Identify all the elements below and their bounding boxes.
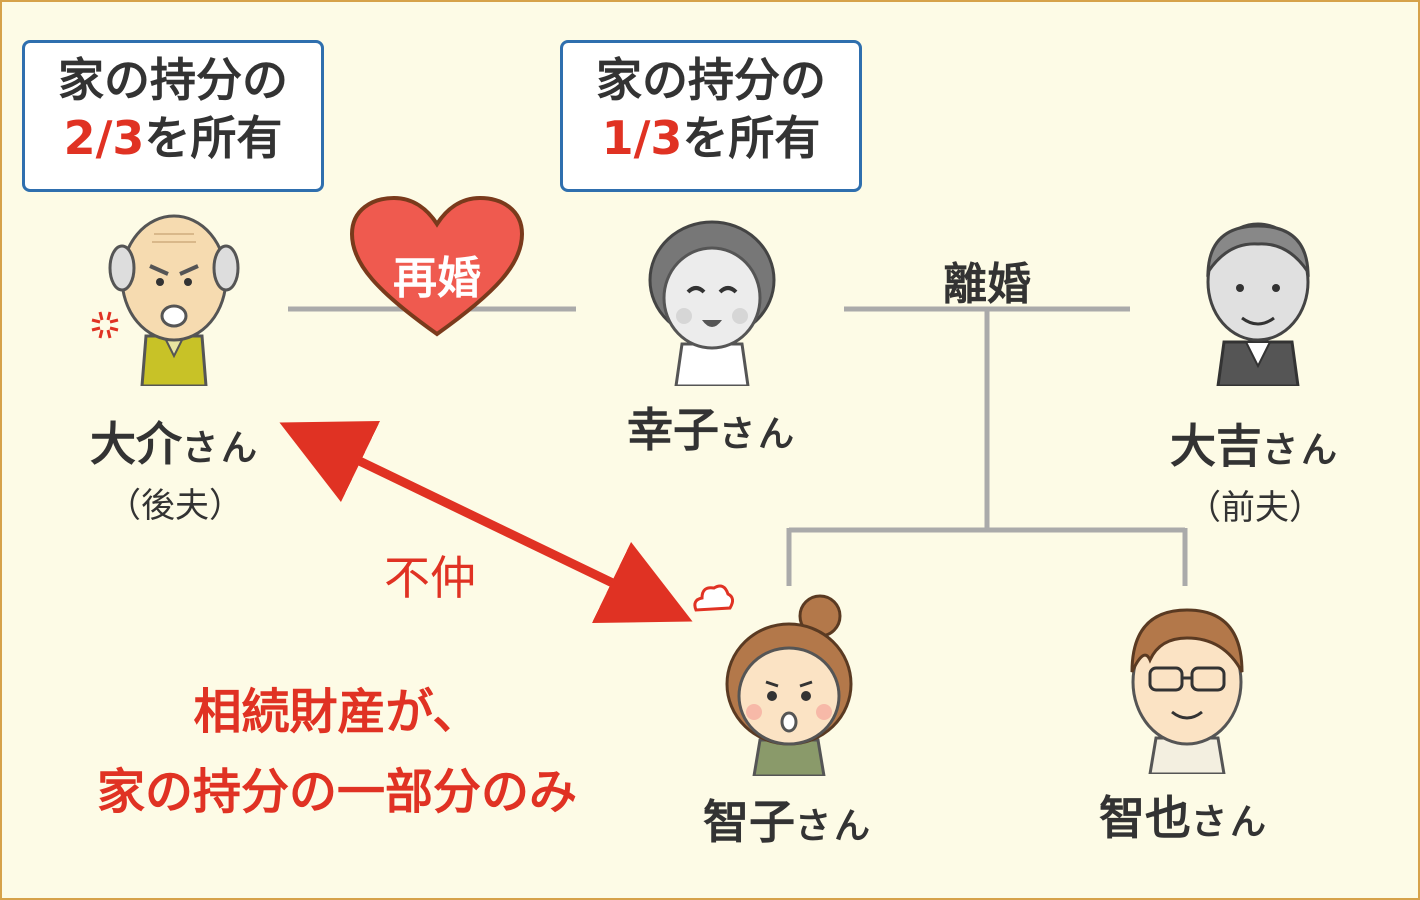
- steam-mark-icon: [693, 584, 735, 612]
- share-box-sachiko: 家の持分の 1/3を所有: [560, 40, 862, 192]
- tomoya-avatar: [1130, 608, 1244, 774]
- person-name: 大吉: [1169, 419, 1262, 473]
- person-role: （後夫）: [107, 486, 243, 526]
- share-suffix: を所有: [682, 111, 821, 165]
- person-honorific: さん: [1261, 430, 1340, 471]
- person-honorific: さん: [718, 414, 797, 455]
- share-box-line1: 家の持分の: [596, 53, 826, 107]
- conflict-label: 不仲: [384, 551, 476, 605]
- person-honorific: さん: [181, 428, 260, 469]
- conflict-arrow: [279, 420, 693, 624]
- heart-icon: [349, 195, 525, 337]
- person-name: 幸子: [626, 403, 719, 457]
- remarriage-label: 再婚: [393, 253, 481, 304]
- share-suffix: を所有: [144, 111, 283, 165]
- tomoko-avatar: [725, 594, 853, 776]
- person-name: 智子: [702, 795, 795, 849]
- share-fraction: 1/3: [601, 111, 683, 165]
- person-honorific: さん: [1190, 802, 1269, 843]
- name-daisuke: 大介さん （後夫）: [42, 408, 308, 527]
- person-honorific: さん: [794, 806, 873, 847]
- name-tomoya: 智也さん: [1064, 782, 1304, 848]
- sachiko-avatar: [648, 220, 776, 386]
- daisuke-avatar: [108, 214, 240, 386]
- daikichi-avatar: [1206, 222, 1310, 386]
- anger-mark-icon: [91, 311, 119, 339]
- name-daikichi: 大吉さん （前夫）: [1122, 410, 1388, 529]
- inheritance-note: 相続財産が、 家の持分の一部分のみ: [22, 672, 652, 832]
- person-role: （前夫）: [1187, 488, 1323, 528]
- note-line1: 相続財産が、: [193, 684, 481, 740]
- person-name: 大介: [89, 417, 182, 471]
- person-name: 智也: [1098, 791, 1191, 845]
- share-box-daisuke: 家の持分の 2/3を所有: [22, 40, 324, 192]
- divorce-label: 離婚: [943, 259, 1031, 310]
- share-box-line1: 家の持分の: [58, 53, 288, 107]
- share-fraction: 2/3: [63, 111, 145, 165]
- note-line2: 家の持分の一部分のみ: [96, 764, 577, 820]
- name-tomoko: 智子さん: [668, 786, 908, 852]
- name-sachiko: 幸子さん: [592, 394, 832, 460]
